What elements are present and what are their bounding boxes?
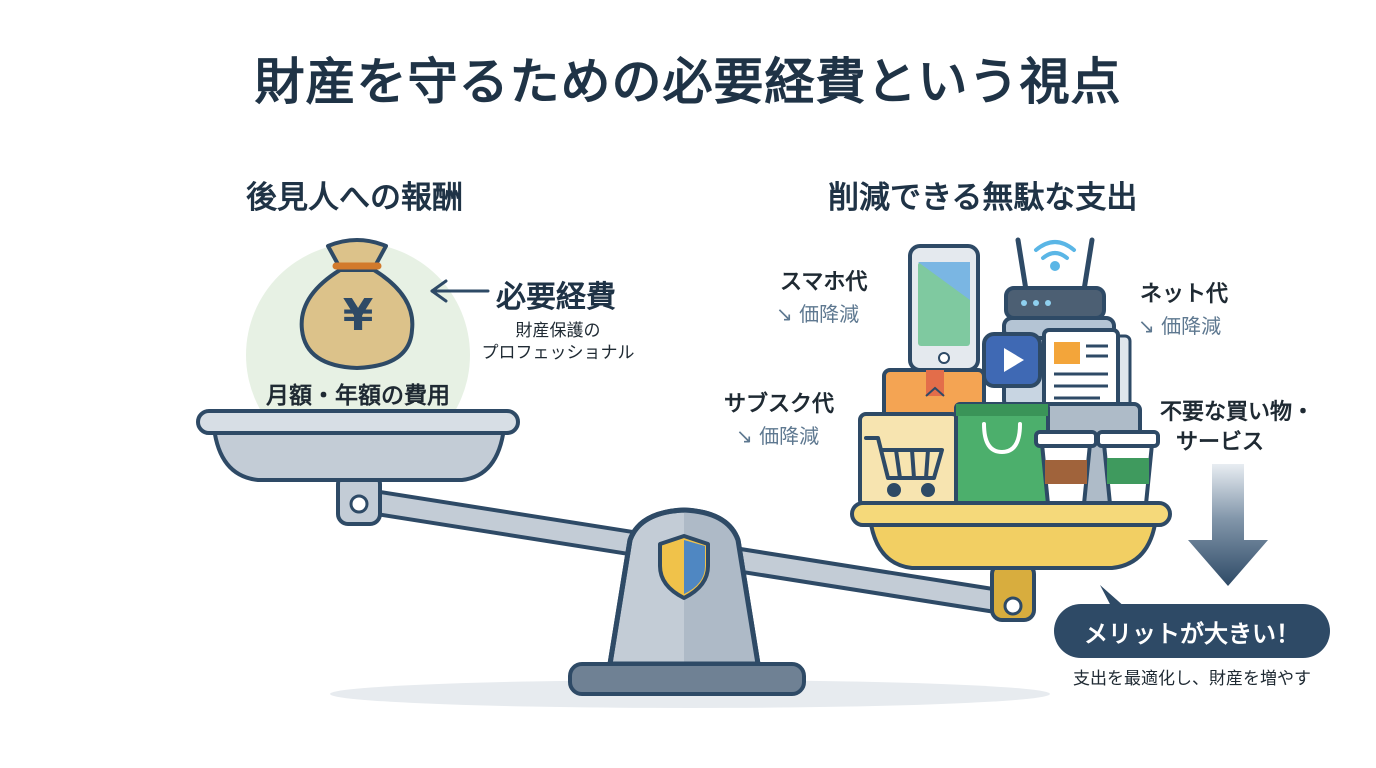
right-heading: 削減できる無駄な支出: [828, 180, 1138, 216]
fee-label: 月額・年額の費用: [266, 383, 450, 409]
smartphone-cost-sub: ↘ 価降減: [776, 302, 860, 326]
newspaper-icon: [1042, 328, 1132, 412]
shopping-bag-icon: [954, 402, 1050, 506]
money-bag-icon: [299, 238, 415, 370]
left-pan-hanger: [336, 472, 382, 526]
shopping-cart-box: [858, 412, 960, 508]
internet-cost-sub: ↘ 価降減: [1138, 314, 1222, 338]
yen-symbol: ¥: [342, 290, 374, 341]
right-pan: [850, 501, 1172, 570]
internet-cost-label: ネット代: [1140, 282, 1229, 307]
left-heading: 後見人への報酬: [246, 180, 463, 216]
protection-sub-line1: 財産保護の: [515, 321, 601, 341]
smartphone-icon: [908, 244, 980, 372]
left-pan: [196, 409, 520, 482]
smartphone-cost-label: スマホ代: [780, 270, 868, 295]
down-arrow-icon: [1188, 464, 1268, 586]
subscription-cost-sub: ↘ 価降減: [736, 424, 820, 448]
right-pan-hanger: [990, 562, 1036, 622]
video-play-icon: [982, 332, 1042, 388]
subscription-cost-label: サブスク代: [724, 392, 835, 417]
unneeded-purchases-line1: 不要な買い物・: [1160, 400, 1315, 425]
merit-badge: メリットが大きい！: [1054, 604, 1330, 658]
unneeded-purchases-line2: サービス: [1176, 430, 1265, 455]
merit-subtext: 支出を最適化し、財産を増やす: [1073, 669, 1311, 689]
coffee-cup-icon: [1034, 430, 1098, 506]
page-title: 財産を守るための必要経費という視点: [254, 53, 1122, 111]
shield-icon: [658, 534, 710, 600]
callout-pointer: [1100, 585, 1126, 608]
necessary-expense-label: 必要経費: [496, 280, 616, 315]
left-arrow-icon: [430, 279, 490, 303]
shopping-cart-icon: [864, 436, 944, 497]
protection-sub-line2: プロフェッショナル: [481, 343, 635, 363]
wifi-icon: [1034, 240, 1076, 271]
coffee-cup-icon-green: [1096, 430, 1160, 506]
